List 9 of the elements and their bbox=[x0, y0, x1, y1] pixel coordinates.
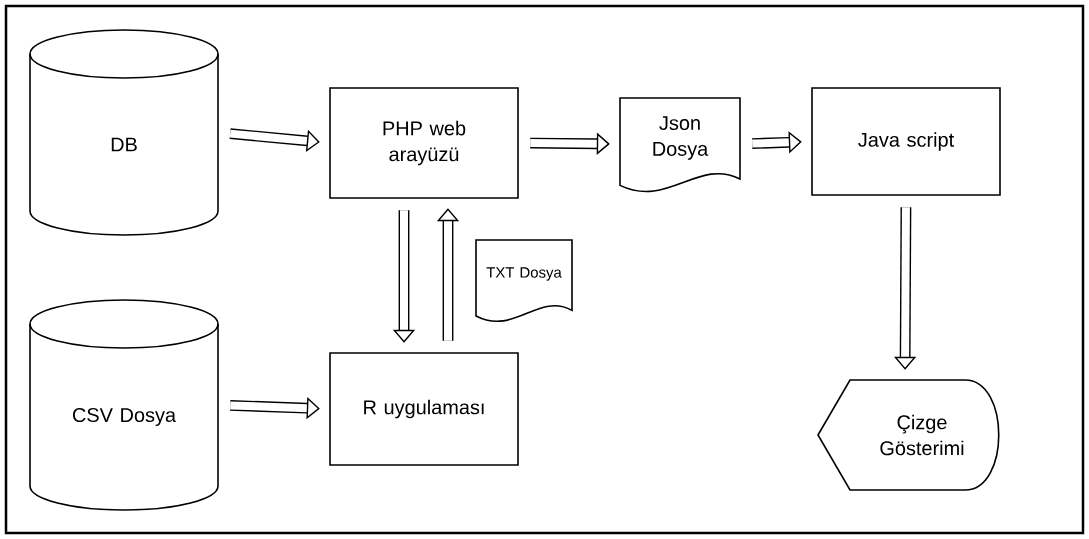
node-label: DB bbox=[111, 137, 137, 152]
block-arrow bbox=[530, 132, 610, 155]
node-label: CSV Dosya bbox=[72, 407, 177, 427]
process-box: PHP web arayüzü bbox=[329, 87, 519, 199]
process-box: R uygulaması bbox=[329, 352, 519, 466]
database-cylinder: CSV Dosya bbox=[29, 299, 219, 511]
process-box: Java script bbox=[811, 87, 1001, 196]
block-arrow bbox=[229, 128, 320, 152]
database-cylinder: DB bbox=[29, 29, 219, 236]
